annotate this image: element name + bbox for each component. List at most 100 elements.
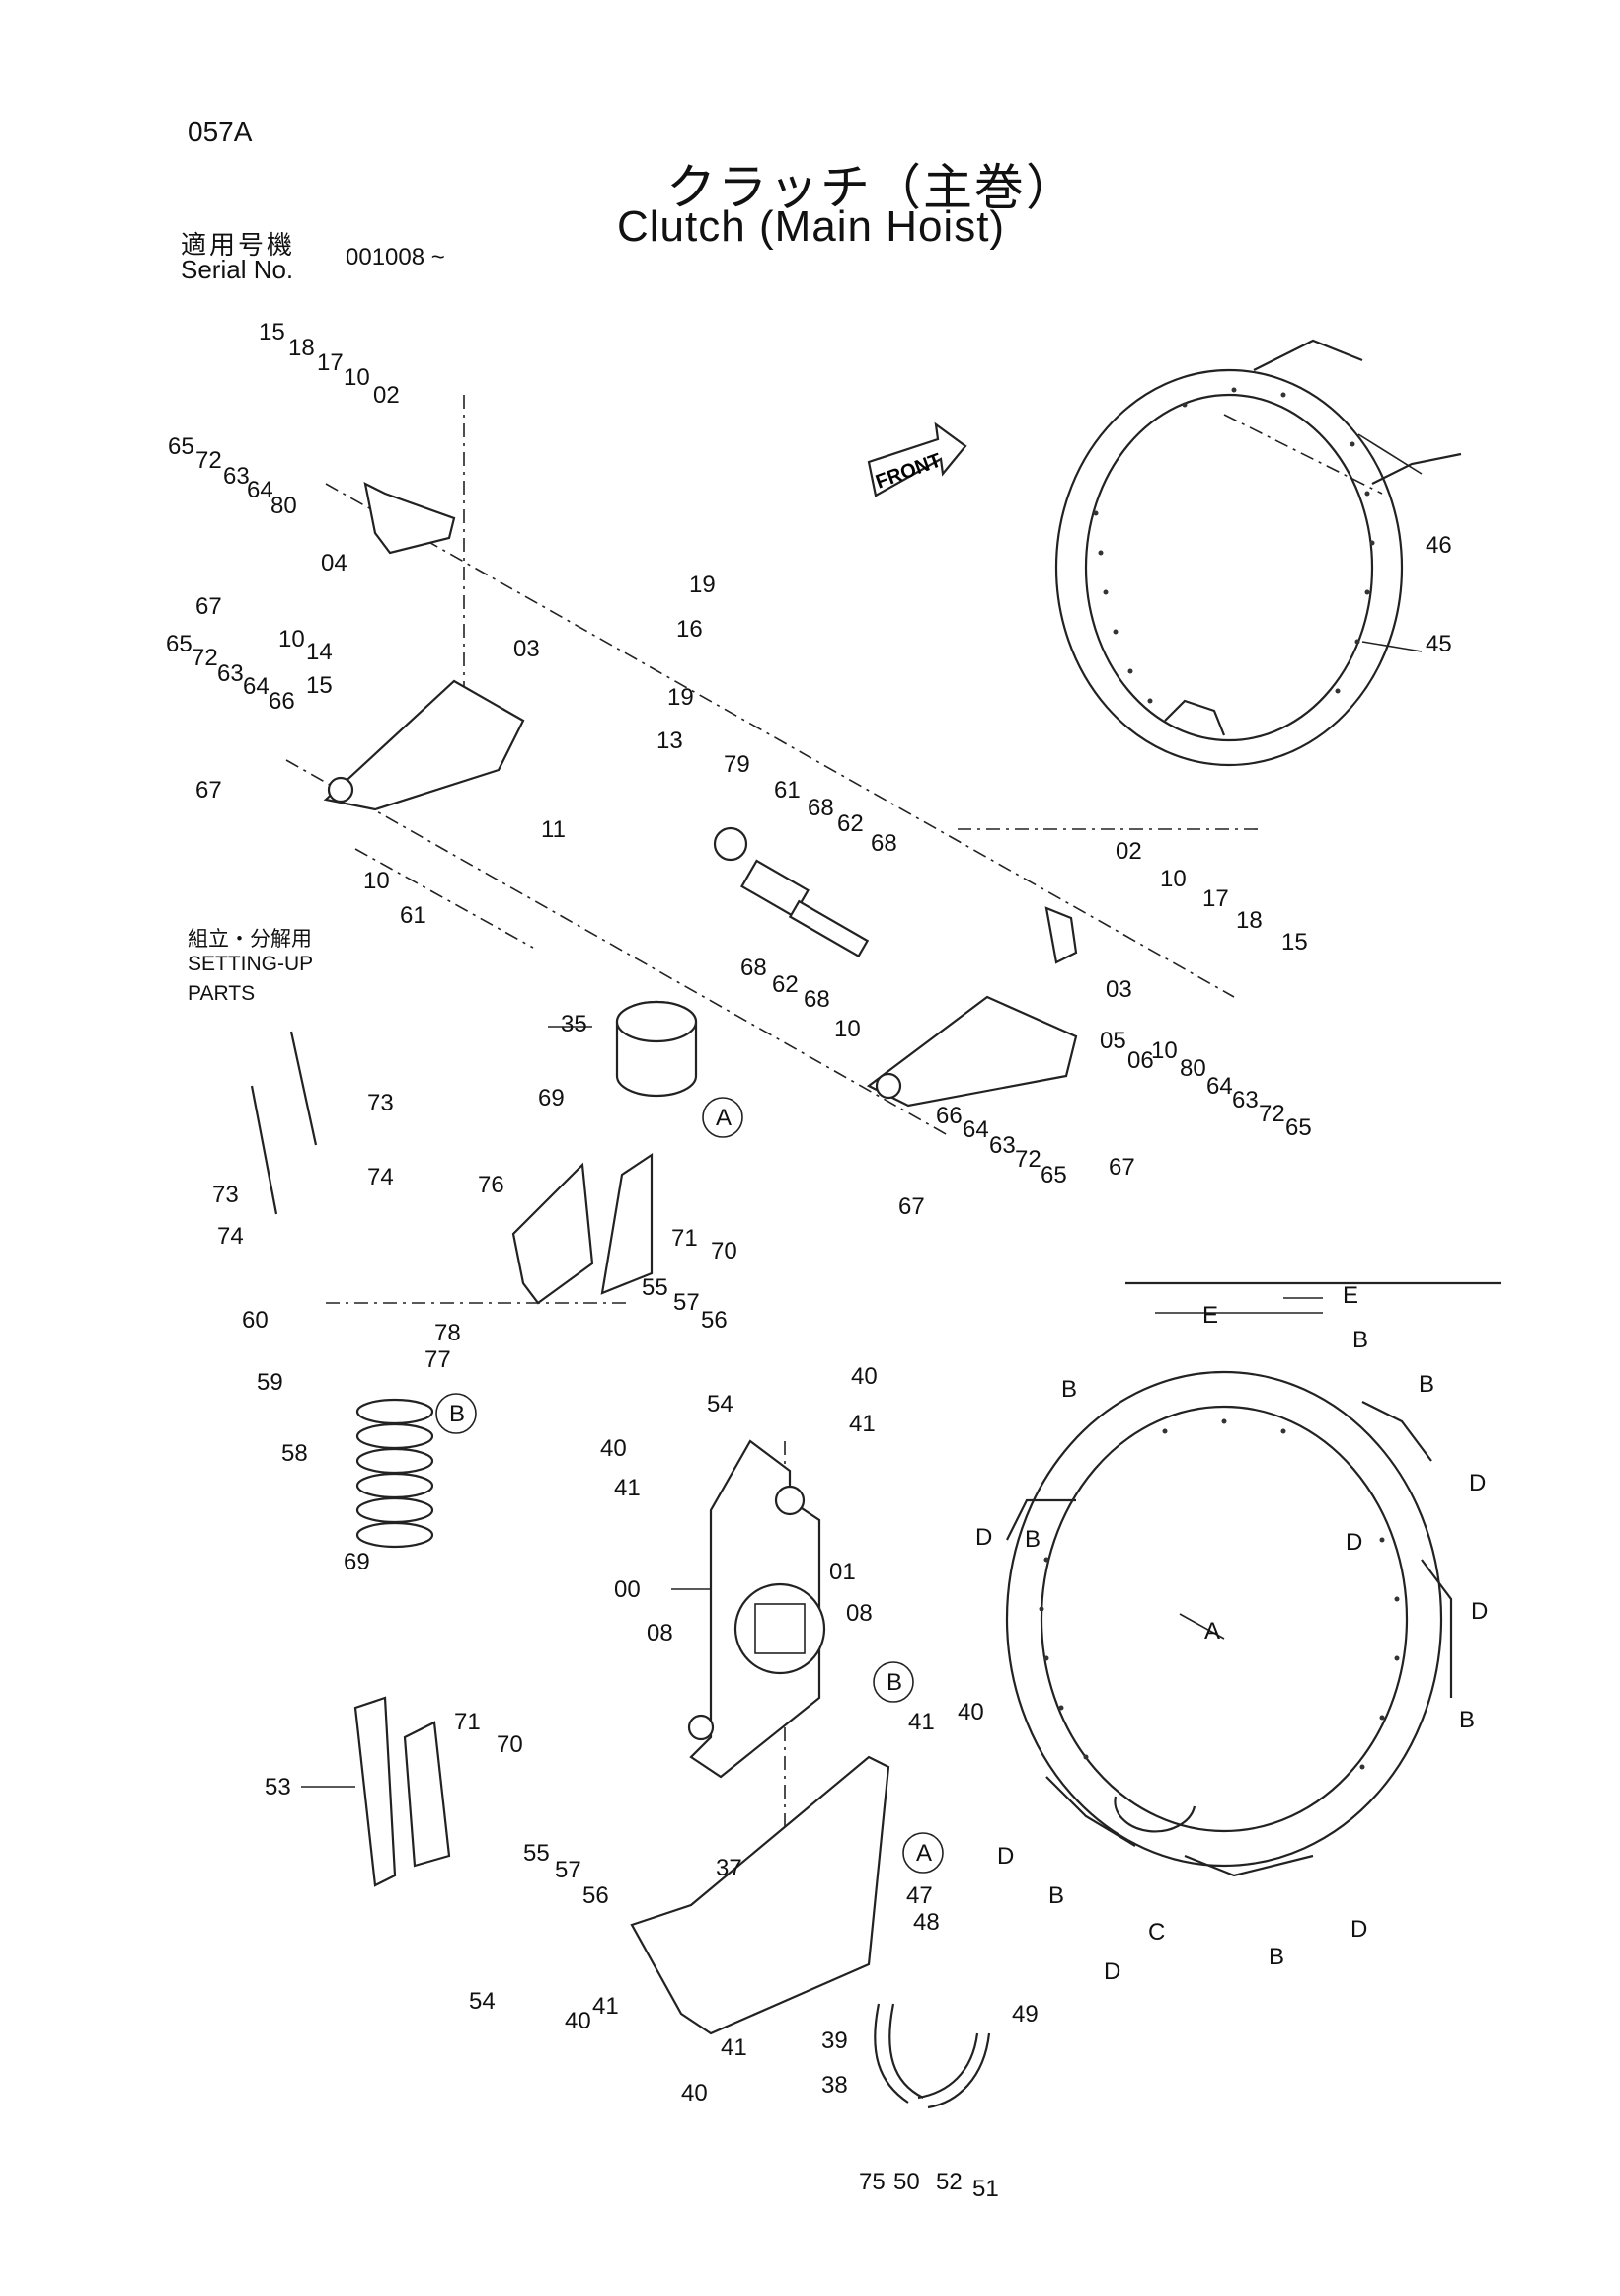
callout-63: 63 xyxy=(223,463,250,490)
callout-10: 10 xyxy=(278,626,305,652)
callout-73: 73 xyxy=(367,1090,394,1116)
pedal-arm xyxy=(630,1755,890,2035)
callout-08: 08 xyxy=(647,1620,673,1646)
callout-72: 72 xyxy=(195,447,222,474)
callout-71: 71 xyxy=(454,1709,481,1735)
callout-66: 66 xyxy=(936,1103,963,1129)
setting-up-rods xyxy=(250,1031,318,1215)
callout-11: 11 xyxy=(541,816,566,843)
setting-up-label-japanese: 組立・分解用 xyxy=(188,927,312,951)
callout-65: 65 xyxy=(166,631,193,657)
callout-B: B xyxy=(1459,1707,1475,1733)
callout-17: 17 xyxy=(317,349,344,376)
callout-10: 10 xyxy=(363,868,390,894)
serial-label-japanese: 適用号機 xyxy=(181,231,296,261)
setting-up-label-line1: SETTING-UP xyxy=(188,953,314,975)
callout-B: B xyxy=(1269,1944,1284,1970)
callout-18: 18 xyxy=(1236,907,1263,934)
callout-68: 68 xyxy=(804,986,830,1013)
callout-67: 67 xyxy=(1109,1154,1135,1181)
callout-D: D xyxy=(997,1843,1014,1870)
callout-64: 64 xyxy=(247,477,273,503)
callout-08: 08 xyxy=(846,1600,873,1627)
clutch-lining-ring xyxy=(1005,1281,1501,1877)
callout-40: 40 xyxy=(958,1699,984,1725)
callout-65: 65 xyxy=(1285,1114,1312,1141)
callout-73: 73 xyxy=(212,1182,239,1208)
callout-D: D xyxy=(1346,1529,1362,1556)
callout-57: 57 xyxy=(555,1857,581,1883)
callout-04: 04 xyxy=(321,550,347,576)
callout-56: 56 xyxy=(701,1307,728,1334)
serial-label: Serial No. xyxy=(181,255,294,284)
callout-B: B xyxy=(1048,1882,1064,1909)
callout-16: 16 xyxy=(676,616,703,643)
callout-B: B xyxy=(449,1401,465,1427)
callout-71: 71 xyxy=(671,1225,698,1252)
callout-40: 40 xyxy=(565,2008,591,2034)
callout-61: 61 xyxy=(774,777,801,804)
callout-63: 63 xyxy=(217,660,244,687)
callout-55: 55 xyxy=(523,1840,550,1867)
callout-A: A xyxy=(716,1105,732,1131)
centre-lines xyxy=(285,395,1383,2004)
callout-58: 58 xyxy=(281,1440,308,1467)
lever-assembly xyxy=(323,482,1078,1108)
callout-41: 41 xyxy=(908,1709,935,1735)
callout-19: 19 xyxy=(689,572,716,598)
callout-E: E xyxy=(1343,1282,1358,1309)
callout-35: 35 xyxy=(561,1011,587,1037)
callout-69: 69 xyxy=(538,1085,565,1111)
callout-17: 17 xyxy=(1202,885,1229,912)
callout-02: 02 xyxy=(1116,838,1142,865)
callout-50: 50 xyxy=(893,2169,920,2195)
callout-72: 72 xyxy=(192,645,218,671)
serial-value: 001008 ~ xyxy=(346,244,445,270)
page-title-japanese: クラッチ（主巻） xyxy=(666,159,1077,216)
callout-68: 68 xyxy=(808,795,834,821)
callout-40: 40 xyxy=(600,1435,627,1462)
callout-37: 37 xyxy=(716,1855,742,1881)
callout-03: 03 xyxy=(513,636,540,662)
callout-18: 18 xyxy=(288,335,315,361)
callout-A: A xyxy=(1204,1618,1220,1645)
callout-69: 69 xyxy=(344,1549,370,1575)
callout-66: 66 xyxy=(269,688,295,715)
callout-D: D xyxy=(1350,1916,1367,1943)
callout-10: 10 xyxy=(344,364,370,391)
callout-41: 41 xyxy=(614,1475,641,1501)
callout-68: 68 xyxy=(740,955,767,981)
callout-77: 77 xyxy=(424,1346,451,1373)
callout-B: B xyxy=(1352,1327,1368,1353)
page-code: 057A xyxy=(188,116,253,147)
callouts: 15 18 17 10 02 65 72 63 64 80 04 67 10 1… xyxy=(166,319,1488,2202)
callout-74: 74 xyxy=(367,1164,394,1190)
callout-14: 14 xyxy=(306,639,333,665)
callout-10: 10 xyxy=(1160,866,1187,892)
callout-15: 15 xyxy=(306,672,333,699)
callout-41: 41 xyxy=(849,1411,876,1437)
spring xyxy=(355,1398,434,1549)
callout-62: 62 xyxy=(837,810,864,837)
callout-67: 67 xyxy=(195,777,222,804)
lower-bracket xyxy=(353,1696,451,1887)
callout-63: 63 xyxy=(989,1132,1016,1159)
callout-05: 05 xyxy=(1100,1028,1126,1054)
callout-64: 64 xyxy=(243,673,270,700)
callout-D: D xyxy=(1471,1598,1488,1625)
callout-47: 47 xyxy=(906,1882,933,1909)
callout-52: 52 xyxy=(936,2169,963,2195)
callout-67: 67 xyxy=(195,593,222,620)
callout-78: 78 xyxy=(434,1320,461,1346)
callout-64: 64 xyxy=(963,1116,989,1143)
callout-62: 62 xyxy=(772,971,799,998)
callout-68: 68 xyxy=(871,830,897,857)
callout-C: C xyxy=(1148,1919,1165,1946)
callout-10: 10 xyxy=(1151,1037,1178,1064)
callout-40: 40 xyxy=(681,2080,708,2106)
hoses xyxy=(874,2003,991,2109)
cylinder-and-bracket xyxy=(511,1000,698,1305)
callout-48: 48 xyxy=(913,1909,940,1936)
callout-56: 56 xyxy=(582,1882,609,1909)
